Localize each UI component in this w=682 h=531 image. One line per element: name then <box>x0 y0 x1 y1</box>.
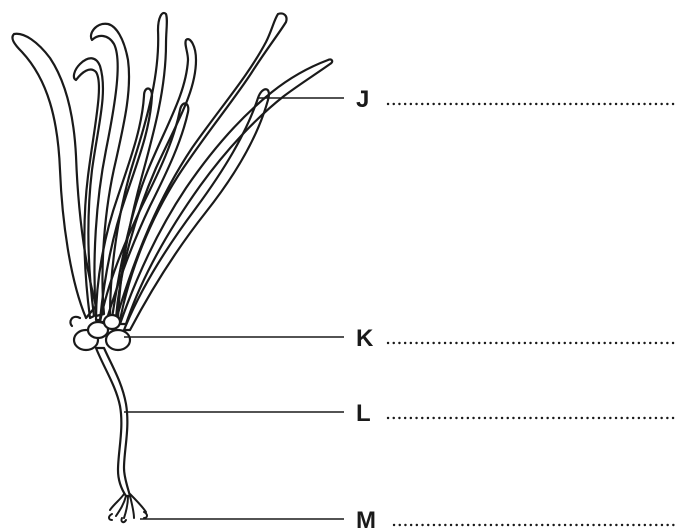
label-m: M <box>356 507 376 531</box>
frond-1 <box>12 34 96 318</box>
bladder-right-top <box>104 315 120 329</box>
bladder-right <box>106 330 130 350</box>
frond-8 <box>124 89 269 330</box>
label-k: K <box>356 325 374 352</box>
label-l: L <box>356 400 371 427</box>
bladder-left-stalk <box>70 317 80 326</box>
fronds <box>12 13 332 330</box>
holdfast <box>109 494 147 522</box>
stipe <box>96 348 130 496</box>
label-j: J <box>356 86 369 113</box>
